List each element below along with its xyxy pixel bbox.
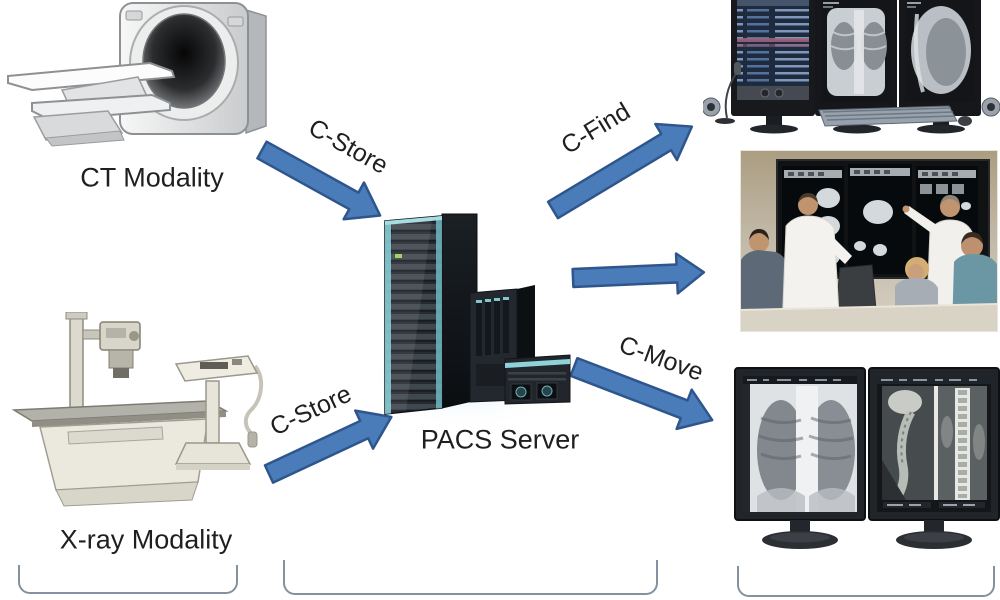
- radiology-workstation-photo: [703, 0, 1000, 137]
- bracket-server-group: [283, 560, 658, 595]
- diagnostic-monitors-photo: [733, 362, 1000, 562]
- clinical-review-photo: [740, 150, 998, 332]
- arrow-cfind-pacs-to-workstation: [546, 122, 694, 220]
- xray-machine-illustration: [10, 312, 270, 524]
- bracket-viewers-group: [737, 566, 995, 597]
- arrow-cmove-pacs-to-displays: [569, 356, 714, 431]
- pacs-server-label: PACS Server: [420, 424, 580, 455]
- spine-xray-monitor: [868, 367, 1000, 521]
- chest-xray-monitor: [734, 367, 866, 521]
- arrow-pacs-to-review: [571, 252, 706, 295]
- conference-table: [740, 304, 998, 332]
- ct-modality-label: CT Modality: [80, 162, 224, 193]
- arrow-cstore-xray-to-pacs: [263, 409, 393, 484]
- pacs-server-image: [372, 212, 577, 437]
- ct-scanner-illustration: [0, 0, 284, 162]
- microphone: [724, 71, 738, 119]
- standing-doctor-left: [781, 193, 852, 332]
- arrow-cstore-ct-to-pacs: [256, 140, 382, 221]
- xray-modality-label: X-ray Modality: [59, 524, 233, 555]
- mouse: [958, 116, 972, 126]
- bracket-modalities-group: [18, 565, 238, 594]
